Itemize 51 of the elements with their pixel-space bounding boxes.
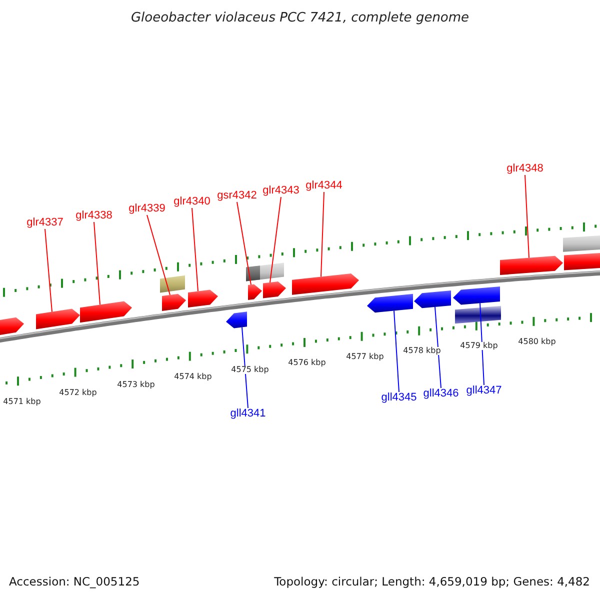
gene-label: glr4348 [506, 164, 544, 174]
leader-line [394, 310, 400, 392]
gene-shape [36, 308, 80, 330]
leader-line [94, 222, 100, 306]
scale-label: 4579 kbp [460, 342, 498, 350]
leader-line [320, 192, 324, 278]
scale-label: 4575 kbp [231, 366, 269, 374]
scale-label: 4571 kbp [3, 398, 41, 406]
gene-shape [414, 290, 451, 308]
gene-label: glr4340 [174, 196, 210, 208]
leader-line [192, 208, 198, 292]
gene-shape [292, 274, 359, 295]
scale-label: 4580 kbp [518, 338, 556, 346]
chart-title: Gloeobacter violaceus PCC 7421, complete genome [130, 12, 470, 24]
gene-shape [248, 284, 262, 300]
gene-shape [0, 317, 24, 337]
gene-shape [188, 290, 218, 308]
leader-line [434, 306, 442, 388]
leader-line [480, 302, 484, 386]
gene-label: gll4341 [230, 408, 266, 420]
gene-label: glr4338 [76, 210, 112, 222]
gene-label: gll4346 [423, 388, 459, 400]
scale-label: 4577 kbp [346, 353, 384, 361]
leader-line [270, 196, 282, 283]
gene-shape [80, 301, 132, 323]
genome-info-text: Topology: circular; Length: 4,659,019 bp; Genes: 4,482 [274, 576, 590, 588]
gene-label: glr4343 [262, 186, 300, 196]
leader-line [146, 214, 170, 296]
scale-label: 4572 kbp [59, 389, 97, 397]
gene-label: glr4337 [26, 218, 64, 228]
gene-shape [500, 256, 563, 275]
leader-line [44, 228, 52, 312]
gene-shape [162, 294, 186, 311]
gene-label: gll4347 [466, 386, 502, 396]
scale-label: 4573 kbp [117, 381, 155, 389]
gene-shape [226, 312, 247, 328]
leader-line [524, 174, 530, 258]
gene-shape [453, 286, 500, 305]
gene-shape [564, 253, 600, 270]
gene-shape [367, 294, 413, 313]
gene-shape [263, 282, 286, 298]
gene-label: gll4345 [381, 392, 417, 404]
leader-line [242, 326, 248, 408]
leader-line [236, 202, 252, 286]
scale-label: 4574 kbp [174, 373, 212, 381]
gene-label: glr4344 [306, 180, 342, 192]
gene-label: glr4339 [128, 204, 166, 214]
accession-text: Accession: NC_005125 [9, 576, 140, 588]
scale-label: 4576 kbp [288, 359, 326, 367]
scale-label: 4578 kbp [403, 347, 441, 355]
gene-label: gsr4342 [217, 190, 257, 202]
